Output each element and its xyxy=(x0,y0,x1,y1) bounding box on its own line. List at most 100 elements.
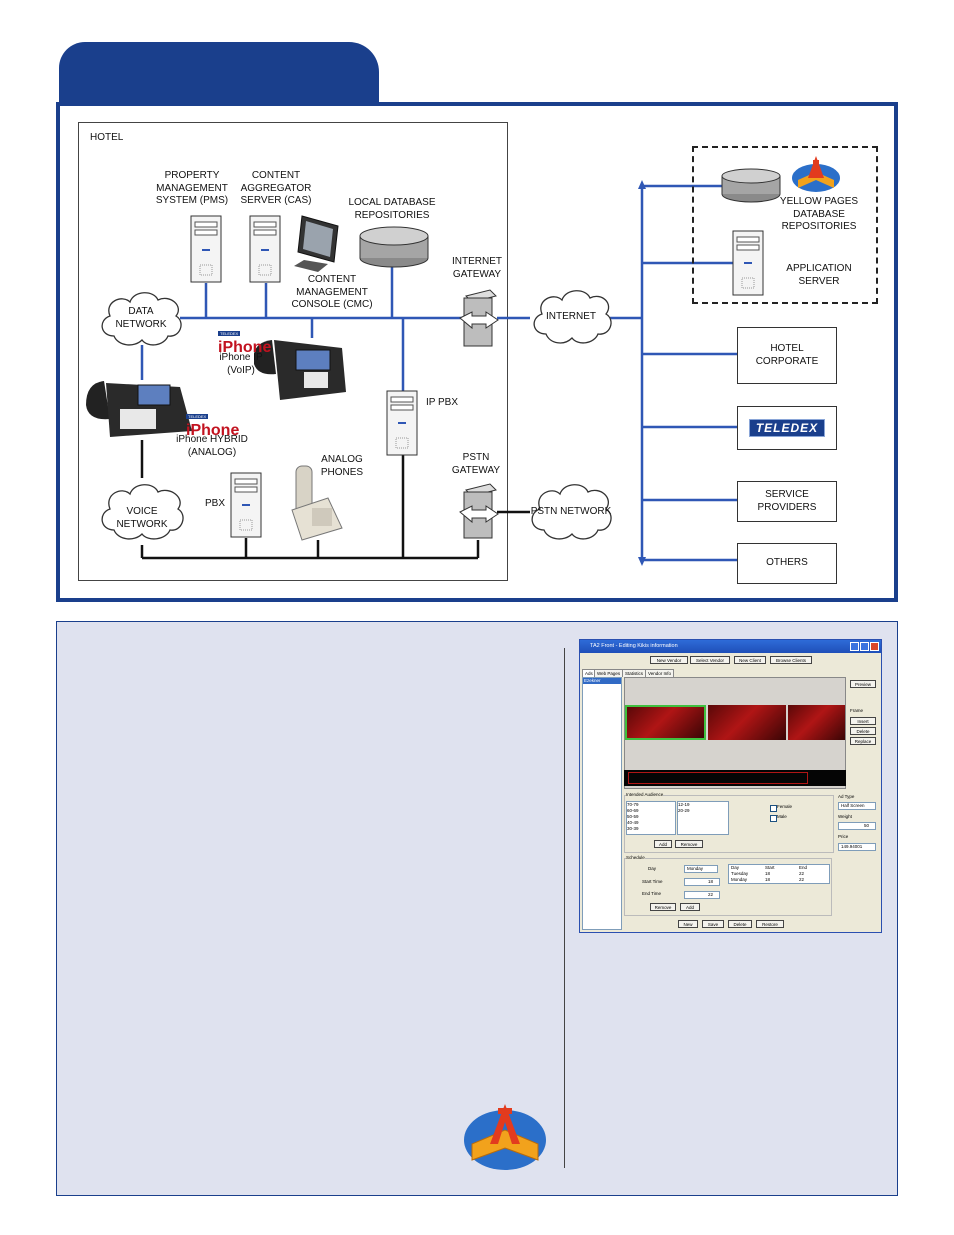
schedule-remove-button[interactable]: Remove xyxy=(650,903,676,911)
schedule-add-button[interactable]: Add xyxy=(680,903,700,911)
window-title: TA2 Front - Editing Kikis information xyxy=(590,643,678,649)
male-label: Male xyxy=(777,814,787,819)
table-cell[interactable]: 18 xyxy=(765,877,771,882)
application-server-icon xyxy=(732,230,764,296)
audience-remove-button[interactable]: Remove xyxy=(675,840,703,848)
schedule-group xyxy=(624,858,832,916)
ip-pbx-server-icon xyxy=(386,390,418,456)
price-input[interactable]: 149.94001 xyxy=(838,843,876,851)
weight-label: Weight xyxy=(838,814,852,819)
list-item[interactable]: 70-79 xyxy=(627,802,639,807)
restore-button[interactable]: Restore xyxy=(756,920,784,928)
pstn-network-cloud xyxy=(531,484,612,540)
ad-frame-thumbnail[interactable] xyxy=(708,705,786,740)
browse-clients-button[interactable]: Browse Clients xyxy=(770,656,812,664)
internet-label: INTERNET xyxy=(546,311,596,322)
voice-network-cloud xyxy=(101,484,184,540)
yellow-pages-logo-icon xyxy=(792,156,840,192)
preview-button[interactable]: Preview xyxy=(850,680,876,688)
analog-phones-label: ANALOG PHONES xyxy=(320,454,364,478)
internet-cloud xyxy=(533,290,612,344)
cmc-label: CONTENT MANAGEMENT CONSOLE (CMC) xyxy=(291,274,373,310)
list-item[interactable]: Ezekner xyxy=(583,678,621,684)
table-cell[interactable]: 18 xyxy=(765,871,771,876)
hotel-corporate-box: HOTEL CORPORATE xyxy=(737,327,837,384)
list-item[interactable]: 20-29 xyxy=(678,808,690,813)
end-time-input[interactable]: 22 xyxy=(684,891,720,899)
audience-add-button[interactable]: Add xyxy=(654,840,672,848)
external-repositories-boundary xyxy=(692,146,878,304)
connection-lines xyxy=(140,180,737,566)
analog-phone-icon xyxy=(291,465,343,541)
tab-statistics[interactable]: Statistics xyxy=(622,669,647,677)
tab-vendor-info[interactable]: Vendor Info xyxy=(645,669,675,677)
teledex-logo: TELEDEX xyxy=(748,418,826,438)
data-network-cloud xyxy=(101,292,182,346)
new-vendor-button[interactable]: New Vendor xyxy=(650,656,688,664)
window-controls xyxy=(850,642,879,651)
close-icon[interactable] xyxy=(870,642,879,651)
iphone-hybrid-logo: TELEDEX iPhone xyxy=(186,405,240,439)
table-header-end: End xyxy=(799,865,808,870)
delete-button[interactable]: Delete xyxy=(728,920,752,928)
list-item[interactable]: 30-39 xyxy=(627,826,639,831)
replace-button[interactable]: Replace xyxy=(850,737,876,745)
maximize-icon[interactable] xyxy=(860,642,869,651)
list-item[interactable]: 60-69 xyxy=(627,808,639,813)
ad-frame-thumbnail[interactable] xyxy=(788,705,845,740)
timeline-strip[interactable] xyxy=(624,770,846,786)
new-button[interactable]: New xyxy=(678,920,698,928)
delete-frame-button[interactable]: Delete xyxy=(850,727,876,735)
ad-list[interactable]: Ezekner xyxy=(582,677,622,930)
minimize-icon[interactable] xyxy=(850,642,859,651)
iphone-hybrid-label: iPhone HYBRID (ANALOG) xyxy=(176,434,248,458)
ad-frame-thumbnail[interactable] xyxy=(625,705,706,740)
iphone-ip-logo: TELEDEX iPhone xyxy=(218,322,272,356)
internet-gateway-icon xyxy=(459,289,499,347)
select-vendor-button[interactable]: Select Vendor xyxy=(690,656,730,664)
age-list-right[interactable]: 12-19 20-29 xyxy=(677,801,729,835)
female-checkbox[interactable] xyxy=(770,805,777,812)
pstn-gateway-icon xyxy=(459,483,499,539)
list-item[interactable]: 12-19 xyxy=(678,802,690,807)
iphone-ip-phone-icon xyxy=(254,340,346,400)
save-button[interactable]: Save xyxy=(702,920,724,928)
day-label: Day xyxy=(648,866,657,871)
pbx-server-icon xyxy=(230,472,262,538)
age-list-left[interactable]: 70-79 60-69 50-59 40-49 30-39 xyxy=(626,801,676,835)
end-time-label: End Time xyxy=(642,891,662,896)
teledex-box: TELEDEX xyxy=(737,406,837,450)
insert-button[interactable]: Insert xyxy=(850,717,876,725)
table-cell[interactable]: Monday xyxy=(731,877,748,882)
internet-gateway-label: INTERNET GATEWAY xyxy=(452,256,502,280)
data-network-label: DATA NETWORK xyxy=(115,306,167,330)
pms-label: PROPERTY MANAGEMENT SYSTEM (PMS) xyxy=(155,170,229,206)
header-tab xyxy=(59,42,379,106)
table-cell[interactable]: 22 xyxy=(799,871,805,876)
monitor-icon xyxy=(294,215,339,272)
ip-pbx-label: IP PBX xyxy=(425,397,459,408)
iphone-ip-logo-text: iPhone xyxy=(218,339,272,356)
iphone-hybrid-logo-small: TELEDEX xyxy=(186,414,209,419)
column-divider xyxy=(564,648,565,1168)
list-item[interactable]: 50-59 xyxy=(627,814,639,819)
start-time-label: Start Time xyxy=(642,879,663,884)
schedule-table: Day Start End Tuesday 18 22 Monday 18 22 xyxy=(728,864,830,884)
weight-input[interactable]: 50 xyxy=(838,822,876,830)
ad-type-select[interactable]: Half Screen xyxy=(838,802,876,810)
start-time-input[interactable]: 18 xyxy=(684,878,720,886)
window-title-bar: TA2 Front - Editing Kikis information xyxy=(580,640,881,653)
male-checkbox[interactable] xyxy=(770,815,777,822)
tab-web-pages[interactable]: Web Pages xyxy=(594,669,624,677)
list-item[interactable]: 40-49 xyxy=(627,820,639,825)
local-database-icon xyxy=(359,226,429,268)
ad-type-label: Ad Type xyxy=(838,794,855,799)
others-box: OTHERS xyxy=(737,543,837,584)
table-cell[interactable]: 22 xyxy=(799,877,805,882)
table-cell[interactable]: Tuesday xyxy=(731,871,749,876)
day-select[interactable]: Monday xyxy=(684,865,718,873)
iphone-hybrid-logo-text: iPhone xyxy=(186,422,240,439)
application-server-label: APPLICATION SERVER xyxy=(786,263,852,287)
frame-label: Frame xyxy=(850,708,864,713)
new-client-button[interactable]: New Client xyxy=(734,656,766,664)
